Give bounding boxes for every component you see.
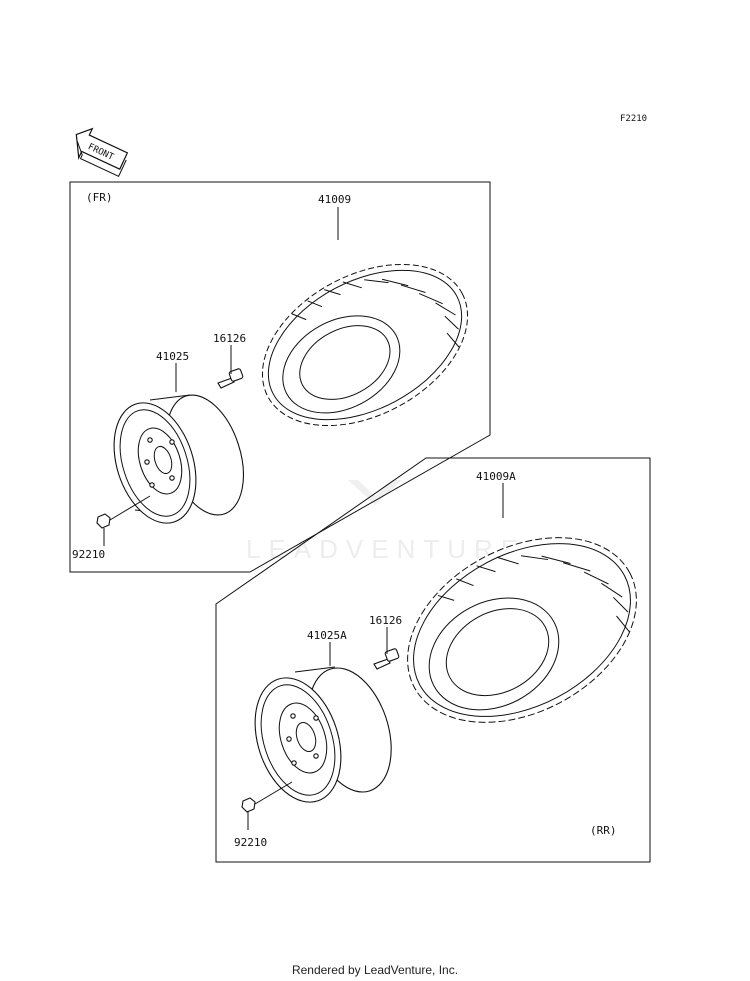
front-nut-label: 92210	[72, 548, 105, 561]
rear-group: (RR) 41009A 16126	[215, 457, 668, 863]
rear-wheel[interactable]	[240, 657, 406, 813]
front-wheel[interactable]	[100, 385, 258, 533]
front-nut-axis	[109, 495, 151, 521]
rear-valve-label: 16126	[369, 614, 402, 627]
front-group: (FR) 41009 16126	[69, 181, 495, 573]
rear-group-tag: (RR)	[590, 824, 617, 837]
rear-nut-axis	[254, 781, 293, 805]
diagram-id: F2210	[620, 114, 647, 124]
front-wheel-label: 41025	[156, 350, 189, 363]
rear-nut-label: 92210	[234, 836, 267, 849]
rear-tire[interactable]	[376, 500, 668, 759]
front-nut[interactable]	[96, 513, 111, 529]
rear-wheel-label: 41025A	[307, 629, 347, 642]
watermark-text: LEADVENTURE	[246, 534, 526, 564]
front-group-tag: (FR)	[86, 191, 113, 204]
front-tire-label: 41009	[318, 193, 351, 206]
rear-group-frame	[215, 457, 651, 863]
footer-credit: Rendered by LeadVenture, Inc.	[292, 963, 458, 977]
leadventure-watermark: LEADVENTURE	[246, 480, 526, 564]
rear-nut[interactable]	[241, 797, 256, 813]
rear-tire-label: 41009A	[476, 470, 516, 483]
front-valve-label: 16126	[213, 332, 246, 345]
front-group-frame	[69, 181, 491, 573]
front-arrow-icon: FRONT	[75, 127, 129, 177]
front-valve[interactable]	[217, 368, 244, 389]
rear-valve[interactable]	[373, 648, 400, 670]
front-tire[interactable]	[235, 232, 495, 459]
